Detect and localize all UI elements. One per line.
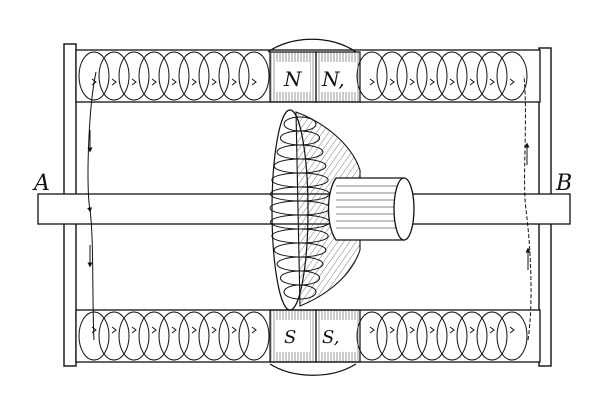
current-arrow-icon [389,78,395,86]
current-arrow-icon [449,78,455,86]
coil-loop [138,311,170,361]
current-arrow-icon [151,326,157,334]
end-label-a: A [32,171,50,196]
coil-loop [198,51,230,101]
north-pole-label-left: N [283,67,303,91]
coil-loop [198,311,230,361]
current-arrow-icon [369,326,375,334]
right-return-wire [523,75,532,341]
coil-loop [158,311,190,361]
current-arrow-icon [469,78,475,86]
armature-hub [327,177,415,241]
bottom-left-coil [78,311,270,361]
coil-loop [456,51,488,101]
current-arrow-icon [409,326,415,334]
current-arrow-icon [251,78,257,86]
current-arrow-icon [231,78,237,86]
coil-loop [178,311,210,361]
left-return-wire [87,71,97,341]
current-arrow-icon [429,78,435,86]
coil-loop [476,311,508,361]
coil-loop [158,51,190,101]
coil-loop [436,51,468,101]
coil-loop [118,51,150,101]
current-arrow-icon [211,78,217,86]
current-arrow-icon [389,326,395,334]
current-arrow-icon [191,326,197,334]
coil-loop [396,51,428,101]
coil-loop [476,51,508,101]
coil-loop [376,51,408,101]
coil-loop [138,51,170,101]
current-arrow-icon [191,78,197,86]
coil-loop [238,51,270,101]
coil-loop [376,311,408,361]
coil-loop [78,311,110,361]
coil-loop [78,51,110,101]
coil-loop [98,51,130,101]
current-arrow-icon [171,78,177,86]
bottom-right-coil [356,311,528,361]
coil-loop [416,311,448,361]
current-arrow-icon [171,326,177,334]
armature-loop [283,284,317,300]
current-arrow-icon [469,326,475,334]
coil-loop [396,311,428,361]
current-arrow-icon [111,326,117,334]
current-arrow-icon [131,78,137,86]
current-arrow-icon [251,326,257,334]
current-arrow-icon [489,78,495,86]
current-arrow-icon [509,326,515,334]
armature-coil-loops [269,116,331,300]
coil-loop [456,311,488,361]
current-arrow-icon [369,78,375,86]
coil-loop [118,311,150,361]
top-right-coil [356,51,528,101]
current-arrow-icon [509,78,515,86]
south-pole-pieces [269,309,361,376]
current-arrow-icon [409,78,415,86]
current-arrow-icon [449,326,455,334]
coil-loop [436,311,468,361]
current-arrow-icon [111,78,117,86]
current-arrow-icon [231,326,237,334]
coil-loop [496,311,528,361]
coil-loop [178,51,210,101]
north-pole-pieces [267,38,361,103]
top-left-coil [78,51,270,101]
current-arrow-icon [429,326,435,334]
coil-loop [218,51,250,101]
coil-loop [238,311,270,361]
current-arrow-icon [131,326,137,334]
south-pole-label-left: S [284,327,296,348]
current-arrow-icon [151,78,157,86]
coil-loop [98,311,130,361]
south-pole-label-right: S, [322,327,339,348]
north-pole-label-right: N, [321,67,345,91]
end-label-b: B [555,171,572,196]
current-arrow-icon [489,326,495,334]
coil-loop [218,311,250,361]
coil-loop [496,51,528,101]
current-arrow-icon [211,326,217,334]
coil-loop [416,51,448,101]
